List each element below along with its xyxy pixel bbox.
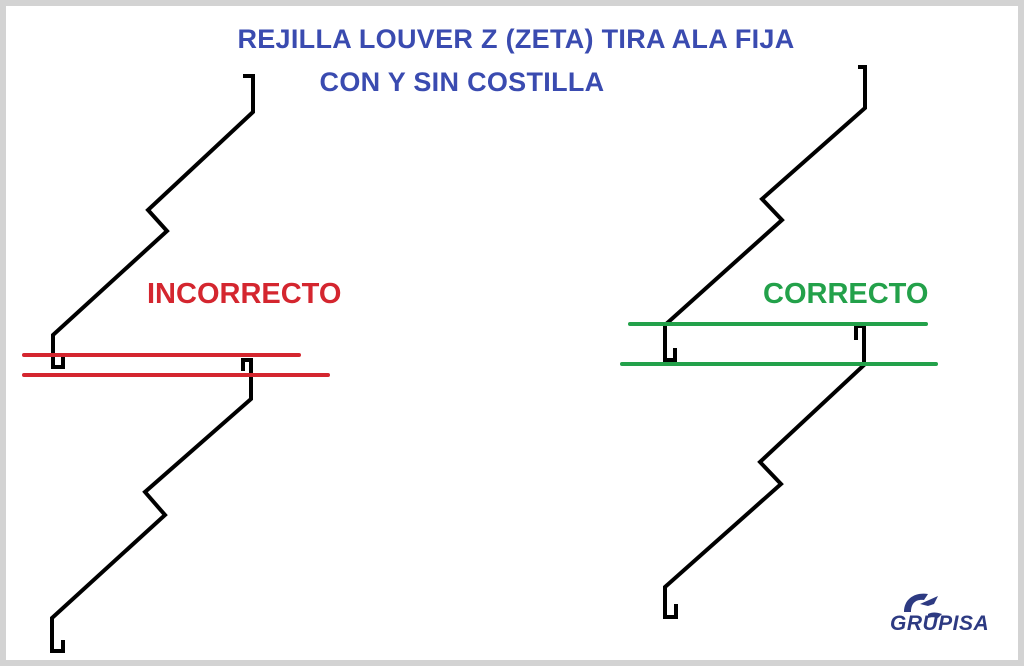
louver-profile-upper-right [663,65,867,362]
title-line-1: REJILLA LOUVER Z (ZETA) TIRA ALA FIJA [237,24,795,54]
louver-profile-lower-left [50,358,253,653]
company-logo: GRUPISA [890,590,1000,640]
louver-profile-upper-left [51,74,255,369]
grupisa-logo-mark-icon [904,593,942,618]
incorrect-label: INCORRECTO [147,278,342,310]
logo-text: GRUPISA [890,612,990,635]
incorrect-assembly [22,74,330,653]
correct-assembly [620,65,938,619]
louver-profile-lower-right [663,324,866,619]
correct-label: CORRECTO [763,278,929,310]
title-line-2: CON Y SIN COSTILLA [319,67,605,97]
